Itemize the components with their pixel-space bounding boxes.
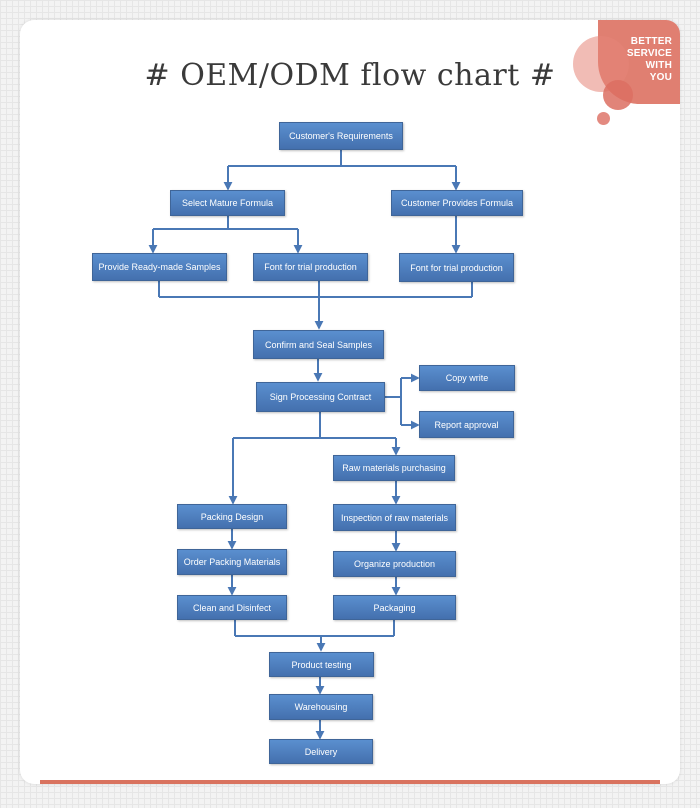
step-select-mature-formula: Select Mature Formula (170, 190, 285, 216)
step-organize-production: Organize production (333, 551, 456, 577)
step-customer-requirements: Customer's Requirements (279, 122, 403, 150)
step-inspection-raw: Inspection of raw materials (333, 504, 456, 531)
badge-line: SERVICE (626, 48, 672, 59)
connector (233, 412, 396, 439)
step-packing-design: Packing Design (177, 504, 287, 529)
step-report-approval: Report approval (419, 411, 514, 438)
connector (158, 281, 473, 298)
page-title: # OEM/ODM flow chart # (144, 58, 556, 93)
decorative-bubble (603, 80, 633, 110)
step-delivery: Delivery (269, 739, 373, 764)
decorative-bubble (597, 112, 610, 125)
badge-text: BETTER SERVICE WITH YOU (606, 36, 672, 84)
badge-line: BETTER (630, 36, 672, 47)
step-provide-samples: Provide Ready-made Samples (92, 253, 227, 281)
step-font-trial-left: Font for trial production (253, 253, 368, 281)
step-confirm-seal: Confirm and Seal Samples (253, 330, 384, 359)
badge-line: WITH (645, 60, 672, 71)
step-customer-provides-formula: Customer Provides Formula (391, 190, 523, 216)
step-raw-materials-purchasing: Raw materials purchasing (333, 455, 455, 481)
connector (153, 216, 298, 230)
badge-line: YOU (649, 72, 672, 83)
step-product-testing: Product testing (269, 652, 374, 677)
connector (228, 150, 456, 167)
step-font-trial-right: Font for trial production (399, 253, 514, 282)
accent-bar (40, 780, 660, 784)
step-order-packing: Order Packing Materials (177, 549, 287, 575)
connector (234, 620, 395, 637)
step-sign-contract: Sign Processing Contract (256, 382, 385, 412)
step-warehousing: Warehousing (269, 694, 373, 720)
connector (385, 378, 402, 425)
step-packaging: Packaging (333, 595, 456, 620)
step-clean-disinfect: Clean and Disinfect (177, 595, 287, 620)
step-copy-write: Copy write (419, 365, 515, 391)
